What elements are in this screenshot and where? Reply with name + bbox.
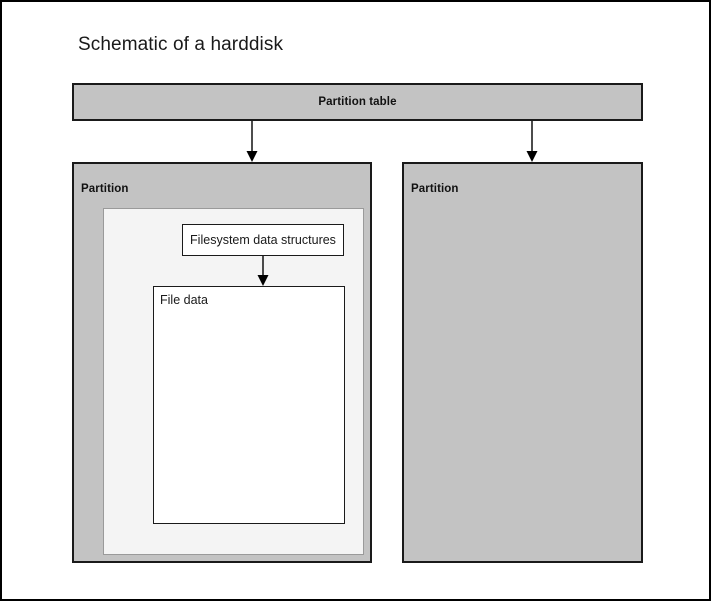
filesystem-container: Filesystem data structures File data xyxy=(103,208,364,555)
file-data-box[interactable]: File data xyxy=(153,286,345,524)
partition-label-1: Partition xyxy=(81,183,129,195)
partition-box-1[interactable]: Partition Filesystem data structures Fil… xyxy=(72,162,372,563)
filesystem-data-structures-label: Filesystem data structures xyxy=(190,233,336,247)
filesystem-data-structures-box[interactable]: Filesystem data structures xyxy=(182,224,344,256)
partition-label-2: Partition xyxy=(411,183,459,195)
file-data-label: File data xyxy=(160,293,208,307)
partition-box-2[interactable]: Partition xyxy=(402,162,643,563)
partition-table-box[interactable]: Partition table xyxy=(72,83,643,121)
page-title: Schematic of a harddisk xyxy=(78,34,284,55)
connector-arrow-file-data xyxy=(257,256,269,286)
connector-arrow-partition-1 xyxy=(246,121,258,162)
partition-table-label: Partition table xyxy=(318,96,397,108)
connector-arrow-partition-2 xyxy=(526,121,538,162)
